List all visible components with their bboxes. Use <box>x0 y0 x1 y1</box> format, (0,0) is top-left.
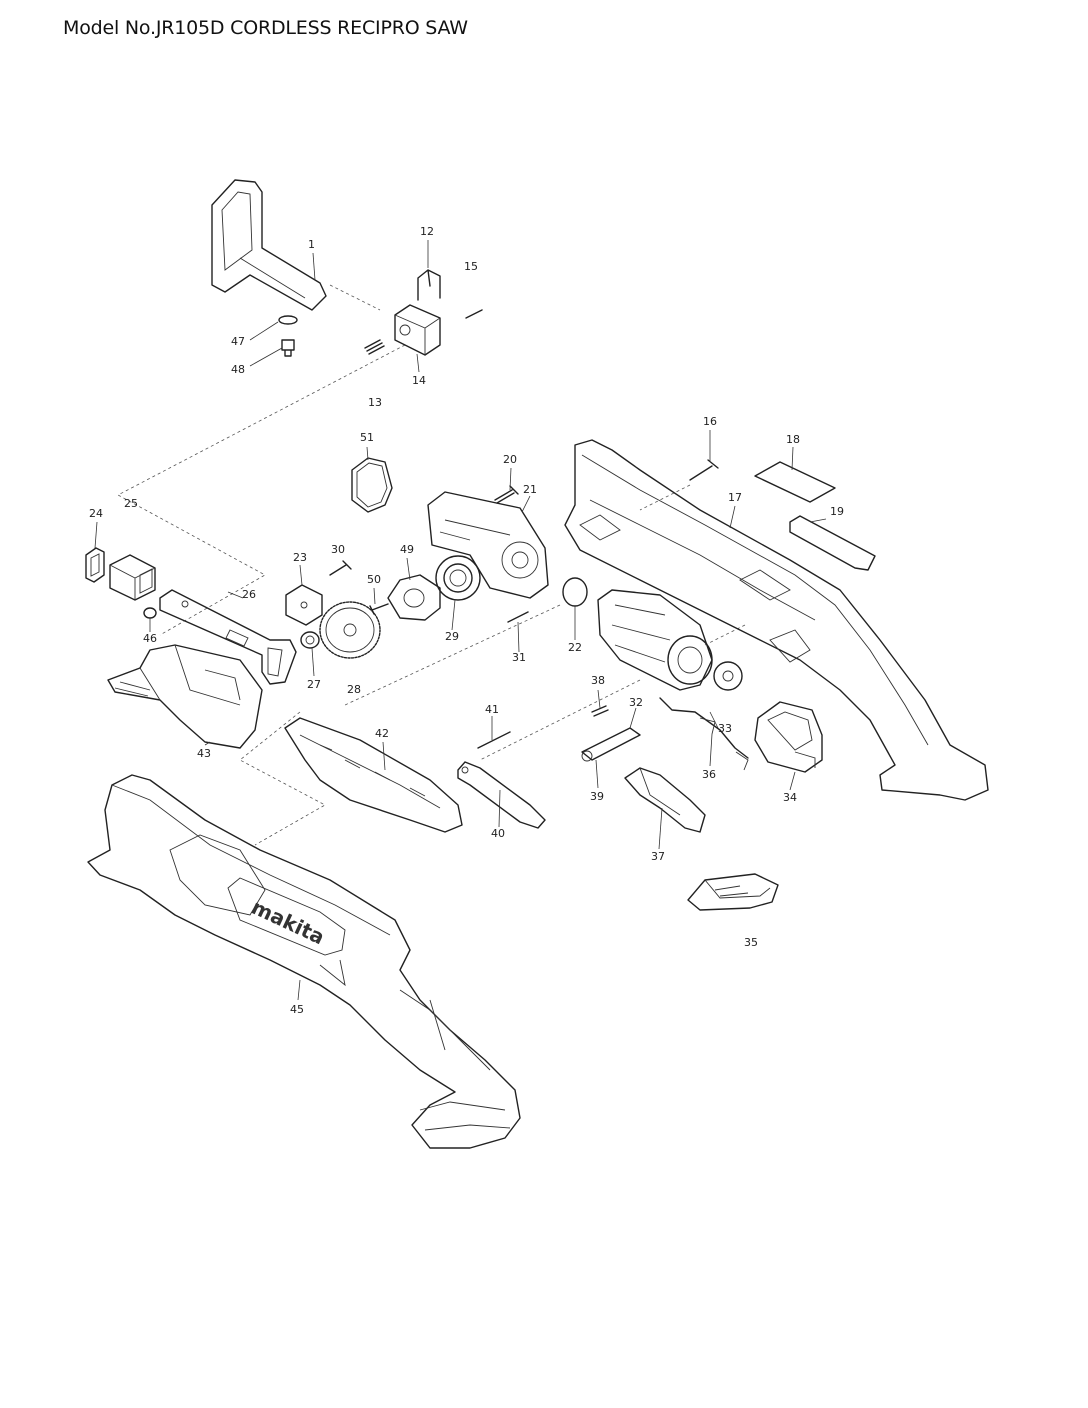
part-40-lever <box>457 761 546 829</box>
part-number-labels: 1 12 15 47 48 14 13 51 20 21 16 18 17 19… <box>89 225 844 1016</box>
part-33-fan <box>713 661 743 691</box>
part-47-washer <box>278 315 298 325</box>
part-26-slider <box>159 589 297 685</box>
part-label-33: 33 <box>718 722 732 735</box>
part-51-seal <box>351 457 393 513</box>
part-label-42: 42 <box>375 727 389 740</box>
part-49-gasket <box>387 574 441 621</box>
part-label-48: 48 <box>231 363 245 376</box>
part-29-bearing <box>435 555 481 601</box>
part-35-cover <box>687 873 779 911</box>
part-15-pin <box>465 309 483 319</box>
part-42-insert <box>284 717 463 833</box>
part-20-screw <box>494 485 519 504</box>
part-41-pin <box>477 731 511 749</box>
part-label-31: 31 <box>512 651 526 664</box>
part-46-nut <box>143 607 157 619</box>
part-label-30: 30 <box>331 543 345 556</box>
part-label-37: 37 <box>651 850 665 863</box>
part-label-14: 14 <box>412 374 426 387</box>
part-18-label <box>754 461 836 503</box>
leader-lines <box>94 240 827 1001</box>
part-label-18: 18 <box>786 433 800 446</box>
part-24-rubber <box>85 547 105 583</box>
part-36-lead-wire <box>659 697 749 771</box>
part-label-27: 27 <box>307 678 321 691</box>
part-39-rod <box>581 727 641 762</box>
part-label-25: 25 <box>124 497 138 510</box>
part-label-26: 26 <box>242 588 256 601</box>
part-label-36: 36 <box>702 768 716 781</box>
part-23-plate <box>285 584 323 626</box>
part-label-47: 47 <box>231 335 245 348</box>
part-label-23: 23 <box>293 551 307 564</box>
part-30-screw <box>329 560 352 576</box>
part-21-gear-housing <box>427 491 549 599</box>
part-label-17: 17 <box>728 491 742 504</box>
part-label-40: 40 <box>491 827 505 840</box>
part-37-trigger <box>624 767 706 833</box>
part-34-switch <box>754 701 823 773</box>
makita-logo-text: makita <box>248 895 328 950</box>
part-label-43: 43 <box>197 747 211 760</box>
part-32-motor <box>597 589 713 691</box>
part-27-bushing <box>300 631 320 649</box>
part-label-15: 15 <box>464 260 478 273</box>
part-label-29: 29 <box>445 630 459 643</box>
part-43-front-housing <box>107 644 263 749</box>
part-label-13: 13 <box>368 396 382 409</box>
part-label-20: 20 <box>503 453 517 466</box>
part-50-screw <box>369 603 389 615</box>
part-label-46: 46 <box>143 632 157 645</box>
part-label-34: 34 <box>783 791 797 804</box>
part-label-28: 28 <box>347 683 361 696</box>
part-label-32: 32 <box>629 696 643 709</box>
part-31-pin <box>507 611 529 623</box>
part-label-12: 12 <box>420 225 434 238</box>
part-label-19: 19 <box>830 505 844 518</box>
part-label-51: 51 <box>360 431 374 444</box>
part-label-38: 38 <box>591 674 605 687</box>
part-13-spring <box>364 339 385 355</box>
part-1-bracket <box>211 179 327 311</box>
part-label-21: 21 <box>523 483 537 496</box>
part-label-50: 50 <box>367 573 381 586</box>
part-label-24: 24 <box>89 507 103 520</box>
assembly-guide-lines <box>117 284 746 846</box>
part-19-label <box>789 515 876 571</box>
part-label-22: 22 <box>568 641 582 654</box>
part-48-screw <box>281 339 295 357</box>
part-22-o-ring <box>562 577 588 607</box>
part-38-spring <box>591 705 609 717</box>
part-label-39: 39 <box>590 790 604 803</box>
part-16-screw <box>689 459 719 481</box>
part-label-49: 49 <box>400 543 414 556</box>
part-25-block <box>109 554 156 601</box>
part-14-block <box>394 304 441 356</box>
part-label-35: 35 <box>744 936 758 949</box>
part-label-16: 16 <box>703 415 717 428</box>
part-label-1: 1 <box>308 238 315 251</box>
part-28-gear <box>319 601 381 659</box>
part-17-housing-right <box>564 439 989 801</box>
part-45-housing-left: makita <box>87 774 521 1149</box>
part-label-41: 41 <box>485 703 499 716</box>
part-label-45: 45 <box>290 1003 304 1016</box>
page-title: Model No.JR105D CORDLESS RECIPRO SAW <box>63 17 468 39</box>
part-12-clip <box>417 269 441 301</box>
